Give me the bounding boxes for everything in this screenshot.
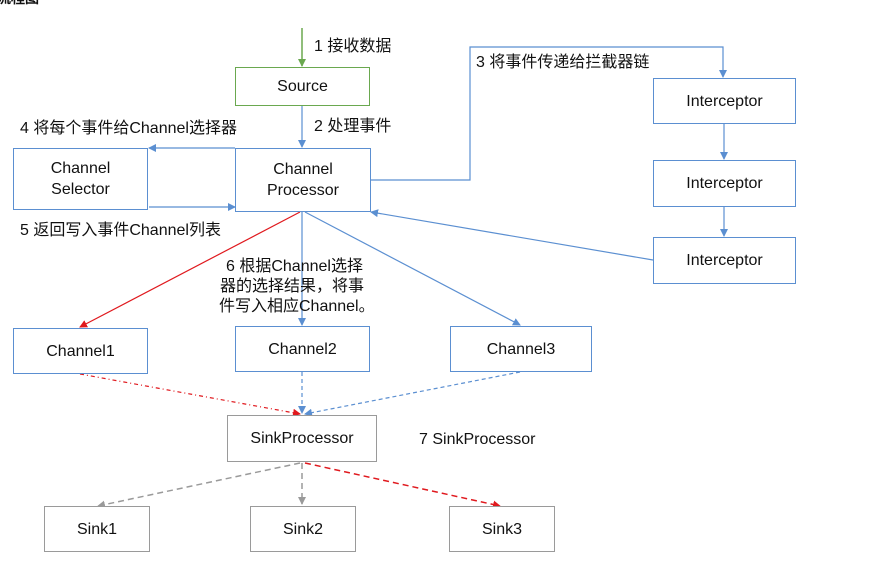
arrow-processor-to-interceptors [370,46,727,181]
channel1-label: Channel1 [46,342,115,360]
interceptor-label: Interceptor [686,175,763,192]
arrow-sinkprocessor-to-sink3 [304,462,501,509]
diagram-title-fragment: 流程图 [0,0,39,8]
step6-label-line2: 器的选择结果，将事 [220,278,365,295]
channel-selector-label: Channel Selector [50,160,111,198]
step3-label: 3 将事件传递给拦截器链 [476,54,650,71]
sink-processor-node: SinkProcessor [227,415,377,462]
step2-label: 2 处理事件 [314,118,392,135]
sink-processor-label: SinkProcessor [250,430,354,447]
arrow-channel1-to-sinkprocessor [79,373,301,417]
interceptor-label: Interceptor [686,92,763,110]
channel1-node: Channel1 [13,328,148,374]
sink3-node: Sink3 [449,506,555,552]
interceptor-node-3: Interceptor [653,237,796,284]
sink1-node: Sink1 [44,506,150,552]
channel2-label: Channel2 [268,340,337,358]
channel2-node: Channel2 [235,326,370,372]
step6-label-line1: 6 根据Channel选择 [226,258,363,275]
arrow-sinkprocessor-to-sink1 [97,462,301,509]
source-label: Source [277,78,328,95]
sink2-label: Sink2 [282,520,324,538]
arrow-interceptors-to-processor [370,209,654,261]
step7-label: 7 SinkProcessor [419,431,536,448]
step4-label: 4 将每个事件给Channel选择器 [20,120,237,137]
channel3-label: Channel3 [486,340,556,358]
arrow-processor-to-channel3 [304,211,521,326]
step1-label: 1 接收数据 [314,38,392,55]
arrow-channel3-to-sinkprocessor [304,371,521,417]
sink1-label: Sink1 [76,520,118,538]
channel3-node: Channel3 [450,326,592,372]
sink2-node: Sink2 [250,506,356,552]
channel-selector-node: Channel Selector [13,148,148,210]
channel-processor-node: Channel Processor [235,148,371,212]
interceptor-node-1: Interceptor [653,78,796,124]
arrow-processor-to-channel1 [79,211,301,328]
source-node: Source [235,67,370,106]
sink3-label: Sink3 [481,520,523,538]
step6-label-line3: 件写入相应Channel。 [219,298,375,315]
interceptor-label: Interceptor [686,252,763,269]
channel-processor-label: Channel Processor [266,161,340,199]
step5-label: 5 返回写入事件Channel列表 [20,222,221,239]
interceptor-node-2: Interceptor [653,160,796,207]
